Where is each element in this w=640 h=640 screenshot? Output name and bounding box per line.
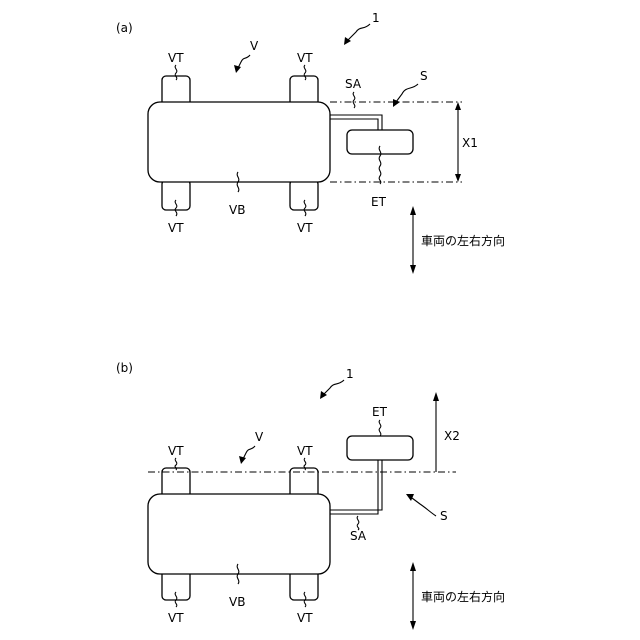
panel-a-tire-label-rear-right: VT (297, 221, 313, 235)
panel-a-ref-numeral: 1 (372, 11, 380, 25)
panel-a-vehicle-leader (238, 55, 250, 68)
panel-a-arm-label: SA (345, 77, 362, 91)
panel-a-direction-label: 車両の左右方向 (421, 233, 505, 248)
panel-b: (b) 1 V VT VT VT VT VB SA (116, 361, 505, 630)
panel-a-tire-label-front-right: VT (297, 51, 313, 65)
panel-b-vehicle-label: V (255, 430, 264, 444)
panel-b-vehicle-leader (243, 446, 255, 459)
panel-b-tire-label-rear-right: VT (297, 611, 313, 625)
panel-a-vehicle-label: V (250, 39, 259, 53)
panel-b-vehicle-body (148, 494, 330, 574)
panel-b-label: (b) (116, 361, 133, 375)
panel-b-tire-label-rear-left: VT (168, 611, 184, 625)
panel-a-direction-arrowhead-bottom (410, 265, 416, 274)
panel-b-tool-label: ET (372, 405, 388, 419)
panel-a-tire-rear-left (162, 180, 190, 210)
panel-a-tire-rear-right (290, 180, 318, 210)
panel-b-arm-leader (357, 516, 359, 530)
panel-b-body-label: VB (229, 595, 245, 609)
panel-b-system-leader (412, 498, 436, 516)
panel-b-support-arm-inner (330, 458, 378, 514)
panel-a-body-label: VB (229, 203, 245, 217)
panel-a-system-leader (396, 84, 418, 102)
panel-b-system-arrowhead (406, 494, 414, 501)
panel-a-system-label: S (420, 69, 428, 83)
panel-b-ref-leader (324, 380, 344, 394)
panel-b-support-arm-outer (330, 458, 382, 510)
panel-b-system-label: S (440, 509, 448, 523)
panel-a-support-arm-outer (330, 115, 382, 130)
panel-a-vehicle-body (148, 102, 330, 182)
panel-b-ref-numeral: 1 (346, 367, 354, 381)
panel-b-tire-label-front-left: VT (168, 444, 184, 458)
panel-a-system-arrowhead (393, 99, 400, 107)
panel-a-ref-leader (348, 24, 370, 40)
panel-a-direction-arrowhead-top (410, 206, 416, 215)
panel-a-label: (a) (116, 21, 133, 35)
panel-b-tool-leader (379, 420, 381, 436)
panel-b-direction-label: 車両の左右方向 (421, 589, 505, 604)
panel-b-arm-label: SA (350, 529, 367, 543)
panel-a-distance-arrowhead-bottom (455, 174, 461, 182)
panel-b-vehicle-arrowhead (239, 456, 246, 464)
panel-a-distance-arrowhead-top (455, 102, 461, 110)
panel-a-tool-label: ET (371, 195, 387, 209)
panel-a-distance-label: X1 (462, 136, 478, 150)
panel-b-distance-label: X2 (444, 429, 460, 443)
panel-b-tire-label-front-right: VT (297, 444, 313, 458)
panel-b-distance-arrowhead-top (433, 392, 439, 401)
panel-b-direction-arrowhead-bottom (410, 621, 416, 630)
panel-a-vehicle-arrowhead (234, 65, 241, 73)
panel-b-direction-arrowhead-top (410, 562, 416, 571)
panel-a: (a) 1 V VT VT VT VT VB SA (116, 11, 505, 274)
panel-b-tool (347, 436, 413, 460)
panel-a-tire-label-front-left: VT (168, 51, 184, 65)
panel-a-tire-label-rear-left: VT (168, 221, 184, 235)
panel-a-support-arm-inner (330, 119, 378, 130)
panel-a-arm-leader (353, 92, 355, 108)
